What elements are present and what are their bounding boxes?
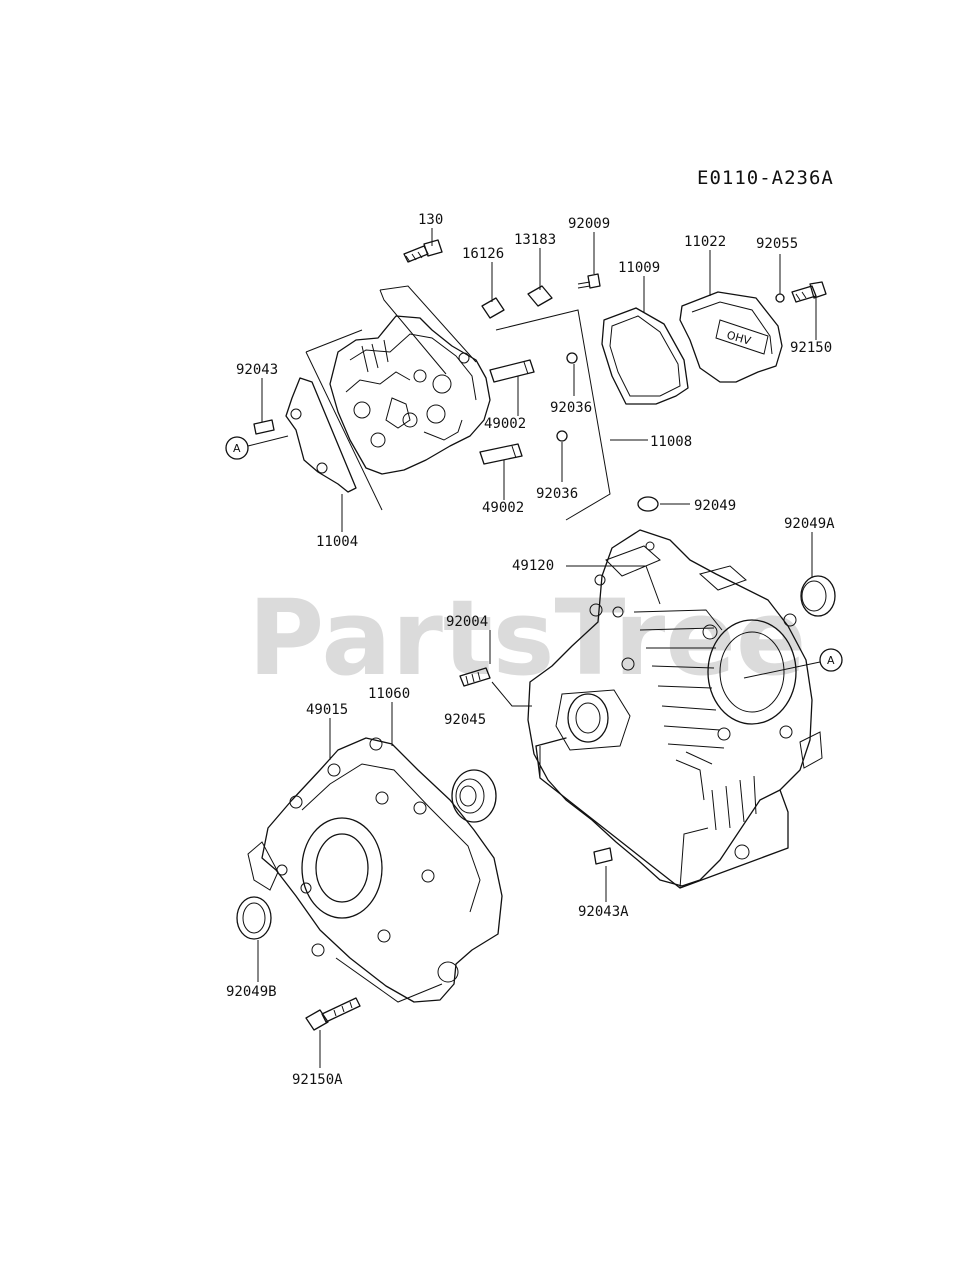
guide-49002-upper [489, 359, 535, 383]
label-49002-upper[interactable]: 49002 [484, 416, 526, 432]
seal-92049A [800, 575, 836, 617]
ball-92036-upper [566, 352, 578, 364]
part-13183 [527, 285, 553, 307]
seal-92049B [236, 896, 272, 940]
label-92045[interactable]: 92045 [444, 712, 486, 728]
gasket-11009 [601, 307, 689, 405]
diagram-code: E0110-A236A [697, 167, 834, 189]
label-13183[interactable]: 13183 [514, 232, 556, 248]
label-92049A[interactable]: 92049A [784, 516, 835, 532]
bolt-92150 [791, 281, 827, 303]
guide-49002-lower [479, 443, 523, 465]
label-92043A[interactable]: 92043A [578, 904, 629, 920]
bearing-49015 [451, 769, 497, 823]
cover-logo: OHV [725, 328, 753, 347]
bolt-92150A [305, 997, 361, 1031]
label-11022[interactable]: 11022 [684, 234, 726, 250]
cylinder-head-group [285, 285, 491, 511]
label-92036-lower[interactable]: 92036 [536, 486, 578, 502]
label-49015[interactable]: 49015 [306, 702, 348, 718]
head-gasket-11004 [285, 377, 357, 493]
bolt-130 [403, 239, 443, 263]
crankcase-cover-11060 [247, 737, 503, 1003]
bracket-11008 [495, 309, 611, 521]
stud-92004 [459, 667, 491, 687]
ref-marker-a-left: A [225, 436, 249, 460]
label-92009[interactable]: 92009 [568, 216, 610, 232]
crankcase [527, 529, 823, 889]
svg-text:A: A [233, 442, 241, 455]
label-92049[interactable]: 92049 [694, 498, 736, 514]
label-11008[interactable]: 11008 [650, 434, 692, 450]
screw-92009 [577, 273, 601, 289]
label-130[interactable]: 130 [418, 212, 443, 228]
dowel-92043A [593, 847, 613, 865]
svg-text:A: A [827, 654, 835, 667]
leader-lines [247, 228, 821, 1068]
label-92049B[interactable]: 92049B [226, 984, 277, 1000]
label-92150A[interactable]: 92150A [292, 1072, 343, 1088]
label-92004[interactable]: 92004 [446, 614, 488, 630]
ball-92036-lower [556, 430, 568, 442]
label-92055[interactable]: 92055 [756, 236, 798, 252]
label-16126[interactable]: 16126 [462, 246, 504, 262]
label-92043[interactable]: 92043 [236, 362, 278, 378]
seal-92049 [637, 496, 659, 512]
cylinder-head [329, 315, 491, 475]
valve-cover-11022: OHV [679, 291, 783, 383]
label-49120[interactable]: 49120 [512, 558, 554, 574]
ref-marker-a-right: A [819, 648, 843, 672]
label-92150[interactable]: 92150 [790, 340, 832, 356]
washer-92055 [775, 293, 785, 303]
label-49002-lower[interactable]: 49002 [482, 500, 524, 516]
label-11004[interactable]: 11004 [316, 534, 358, 550]
dowel-92043 [253, 419, 275, 435]
label-11009[interactable]: 11009 [618, 260, 660, 276]
watermark: PartsTree [248, 577, 806, 699]
dowel-16126 [481, 297, 505, 319]
part-labels: 130 16126 13183 92009 11022 92055 11009 … [226, 212, 835, 1088]
label-11060[interactable]: 11060 [368, 686, 410, 702]
label-92036-upper[interactable]: 92036 [550, 400, 592, 416]
